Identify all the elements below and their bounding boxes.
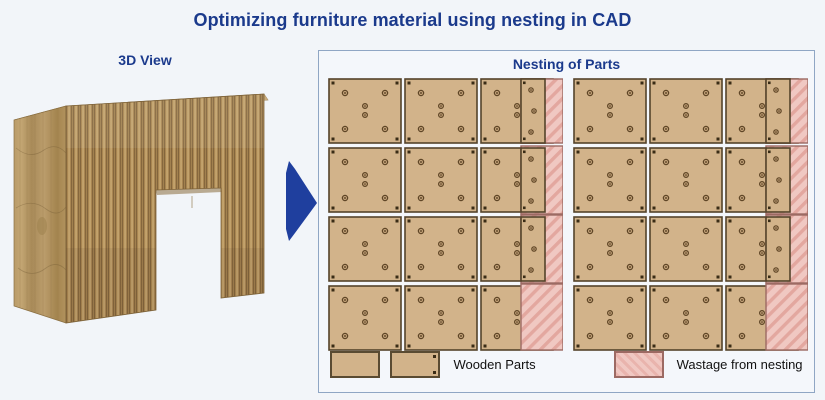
nest-row [573, 283, 808, 351]
nesting-sheets [327, 77, 808, 357]
nesting-sheet-right[interactable] [572, 77, 808, 357]
wooden-part-swatch-plain [330, 351, 381, 378]
model-3d-slatted-stool [6, 78, 296, 328]
nest-row [573, 78, 808, 144]
stool-svg [13, 93, 269, 324]
wooden-part-swatch-dotted [390, 351, 441, 378]
nest-row [573, 145, 808, 215]
nesting-sheet-left[interactable] [327, 77, 563, 357]
nesting-panel: Nesting of Parts [318, 50, 815, 393]
process-arrow [283, 155, 325, 247]
legend-item-wastage: Wastage from nesting [613, 351, 803, 378]
nest-row [328, 145, 563, 215]
page-title: Optimizing furniture material using nest… [193, 10, 632, 30]
legend-label-wastage: Wastage from nesting [676, 357, 803, 372]
legend-label-wooden-parts: Wooden Parts [453, 357, 536, 372]
arrow-right-icon [286, 161, 317, 241]
wastage-swatch [613, 351, 664, 378]
nest-row [328, 78, 563, 144]
view-3d-label: 3D View [118, 52, 172, 68]
sheet-right-svg [573, 78, 808, 351]
sheet-left-svg [328, 78, 563, 351]
nest-row [328, 283, 563, 351]
legend-item-wooden-parts: Wooden Parts [330, 351, 536, 378]
legend: Wooden Parts Wastage from nesting [319, 351, 814, 378]
nest-row [573, 214, 808, 284]
nest-row [328, 214, 563, 284]
nesting-panel-title: Nesting of Parts [512, 56, 621, 72]
